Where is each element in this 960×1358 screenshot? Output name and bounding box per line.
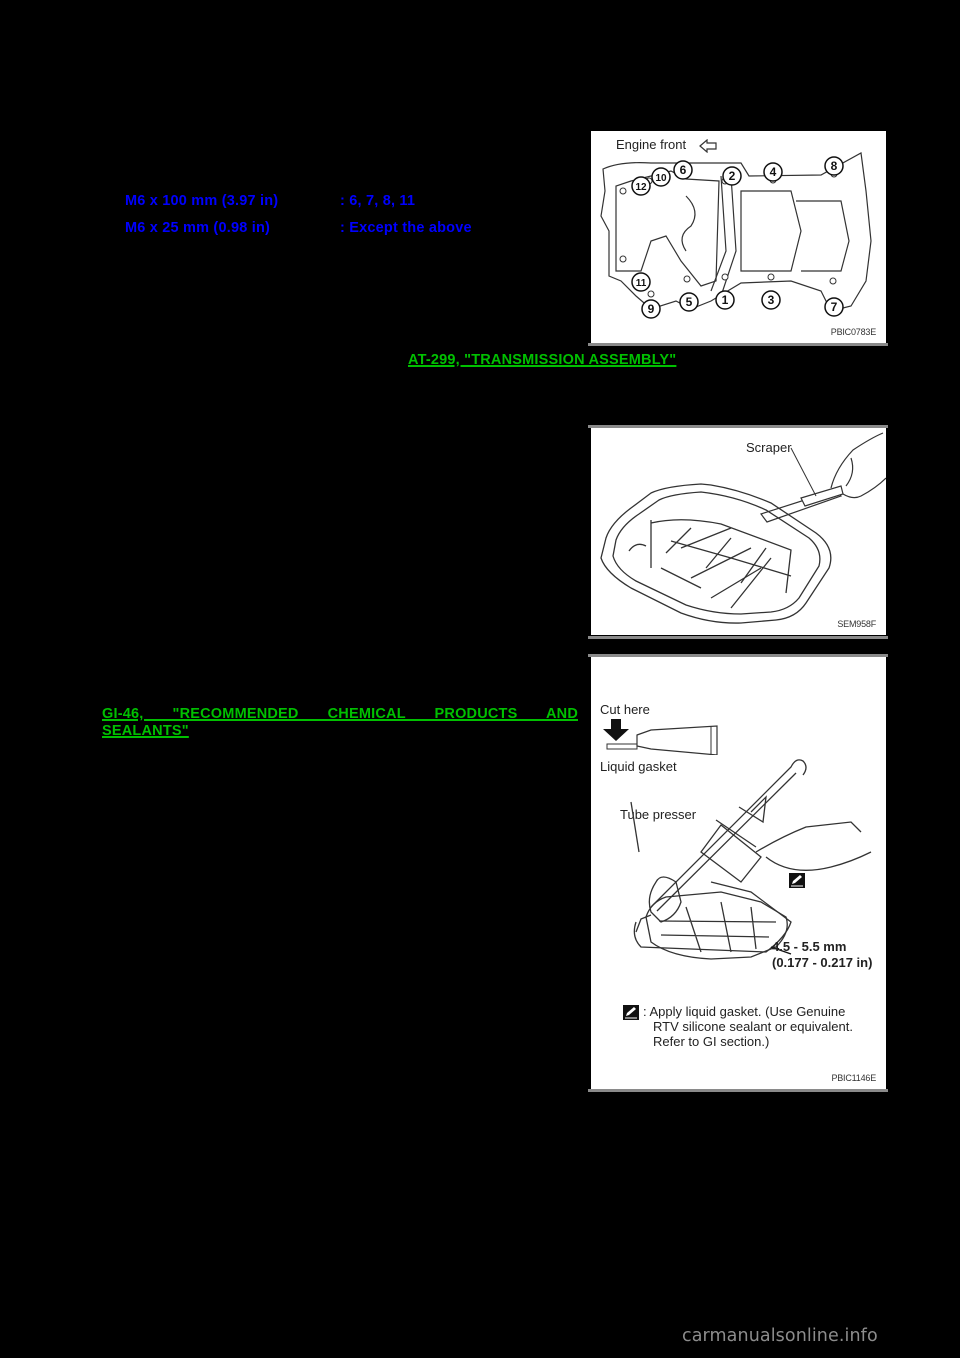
liquid-gasket-label: Liquid gasket [600, 759, 677, 774]
figure-divider [588, 1089, 888, 1092]
tube-presser-label: Tube presser [620, 807, 697, 822]
figure-code: SEM958F [837, 619, 876, 629]
bolt-size: M6 x 100 mm (3.97 in) [125, 193, 279, 209]
sealants-link-line-2[interactable]: SEALANTS" [102, 723, 189, 739]
figure-divider [588, 654, 888, 657]
cut-here-label: Cut here [600, 702, 650, 717]
svg-text:4: 4 [770, 165, 777, 179]
figure-bolt-tightening-order: Engine front 1 2 3 4 5 6 7 8 9 10 11 12 … [591, 131, 886, 343]
svg-text:8: 8 [831, 159, 838, 173]
liquid-gasket-symbol-icon [789, 873, 805, 888]
figure-liquid-gasket: Cut here Liquid gasket Tube presser 4.5 … [591, 657, 886, 1089]
figure-code: PBIC1146E [831, 1073, 876, 1083]
bolt-number-callouts: 1 2 3 4 5 6 7 8 9 10 11 12 [631, 156, 844, 319]
bead-width-in: (0.177 - 0.217 in) [772, 955, 873, 970]
arrow-left-icon [699, 139, 717, 153]
sealants-link-block: GI-46, "RECOMMENDED CHEMICAL PRODUCTS AN… [102, 706, 578, 739]
svg-text:10: 10 [655, 173, 667, 184]
bead-width-mm: 4.5 - 5.5 mm [772, 939, 847, 954]
svg-text:12: 12 [635, 182, 647, 193]
transmission-assembly-link[interactable]: AT-299, "TRANSMISSION ASSEMBLY" [408, 352, 677, 368]
figure-code: PBIC0783E [830, 327, 876, 337]
svg-text:7: 7 [831, 300, 838, 314]
figure-divider [588, 425, 888, 428]
oil-pan-scraper-diagram [600, 432, 886, 624]
gasket-tube-icon [603, 719, 718, 755]
figure-scraper: Scraper SEM958F [591, 428, 886, 635]
figure-divider [588, 343, 888, 346]
svg-text:9: 9 [648, 302, 655, 316]
svg-text:1: 1 [722, 293, 729, 307]
svg-text:3: 3 [768, 293, 775, 307]
bolt-locations: : Except the above [340, 220, 472, 236]
gasket-note-line-2: RTV silicone sealant or equivalent. [653, 1019, 853, 1034]
bolt-locations: : 6, 7, 8, 11 [340, 193, 416, 209]
bolt-size: M6 x 25 mm (0.98 in) [125, 220, 271, 236]
gasket-note-line-3: Refer to GI section.) [653, 1034, 770, 1049]
liquid-gasket-symbol-icon [623, 1005, 639, 1020]
gasket-note-line-1: : Apply liquid gasket. (Use Genuine [643, 1004, 846, 1019]
svg-text:5: 5 [686, 295, 693, 309]
figure-divider [588, 636, 888, 639]
watermark-text: carmanualsonline.info [682, 1326, 878, 1346]
svg-text:11: 11 [636, 278, 647, 289]
svg-text:2: 2 [729, 169, 736, 183]
svg-text:6: 6 [680, 163, 687, 177]
engine-front-label: Engine front [616, 137, 687, 152]
tube-presser-diagram [630, 759, 872, 960]
sealants-link-line-1[interactable]: GI-46, "RECOMMENDED CHEMICAL PRODUCTS AN… [102, 706, 578, 722]
scraper-label: Scraper [746, 440, 792, 455]
